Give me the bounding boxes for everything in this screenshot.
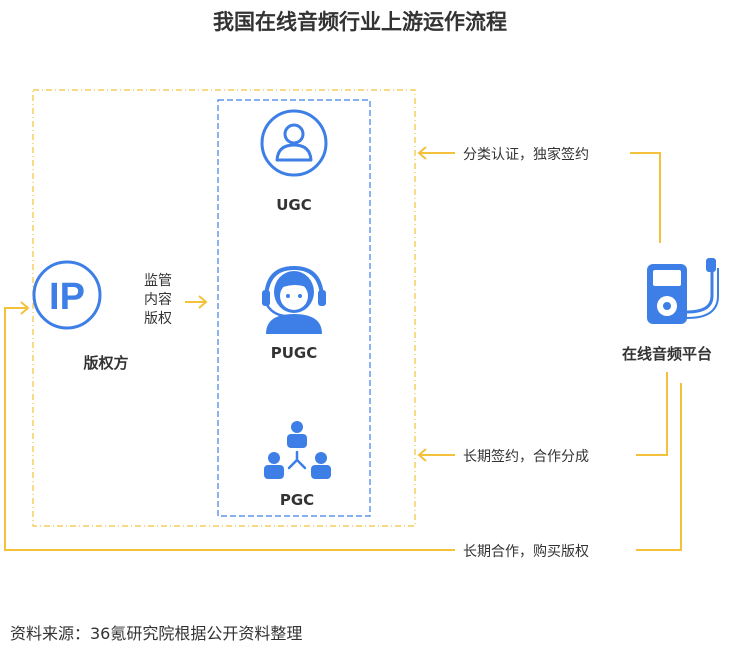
diagram-title: 我国在线音频行业上游运作流程 bbox=[213, 10, 507, 34]
long-term-sign-label: 长期签约，合作分成 bbox=[463, 449, 589, 465]
pgc-label: PGC bbox=[279, 491, 315, 509]
certify-label: 分类认证，独家签约 bbox=[463, 147, 589, 163]
source-note: 资料来源：36氪研究院根据公开资料整理 bbox=[10, 624, 303, 643]
ip-icon: IP bbox=[32, 260, 102, 330]
supervise-line-3: 版权 bbox=[144, 311, 172, 327]
content-creators-box bbox=[217, 99, 371, 517]
ip-holder-label: 版权方 bbox=[83, 354, 129, 372]
ugc-label: UGC bbox=[276, 196, 312, 214]
supervise-line-1: 监管 bbox=[144, 273, 172, 289]
pugc-label: PUGC bbox=[270, 344, 318, 362]
upstream-frame bbox=[32, 89, 416, 527]
supervise-label: 监管 内容 版权 bbox=[136, 272, 180, 329]
platform-label: 在线音频平台 bbox=[621, 345, 712, 363]
arrow-certify bbox=[417, 146, 661, 243]
arrow-supervise bbox=[185, 295, 208, 309]
arrow-long-term-buy bbox=[4, 301, 682, 551]
supervise-line-2: 内容 bbox=[144, 292, 172, 308]
long-term-buy-label: 长期合作，购买版权 bbox=[463, 544, 589, 560]
user-icon bbox=[260, 109, 328, 177]
team-icon bbox=[264, 421, 331, 479]
headset-avatar-icon bbox=[262, 265, 326, 334]
ip-icon-text: IP bbox=[49, 276, 85, 318]
arrow-long-term-sign bbox=[417, 372, 668, 462]
music-player-icon bbox=[647, 258, 719, 324]
